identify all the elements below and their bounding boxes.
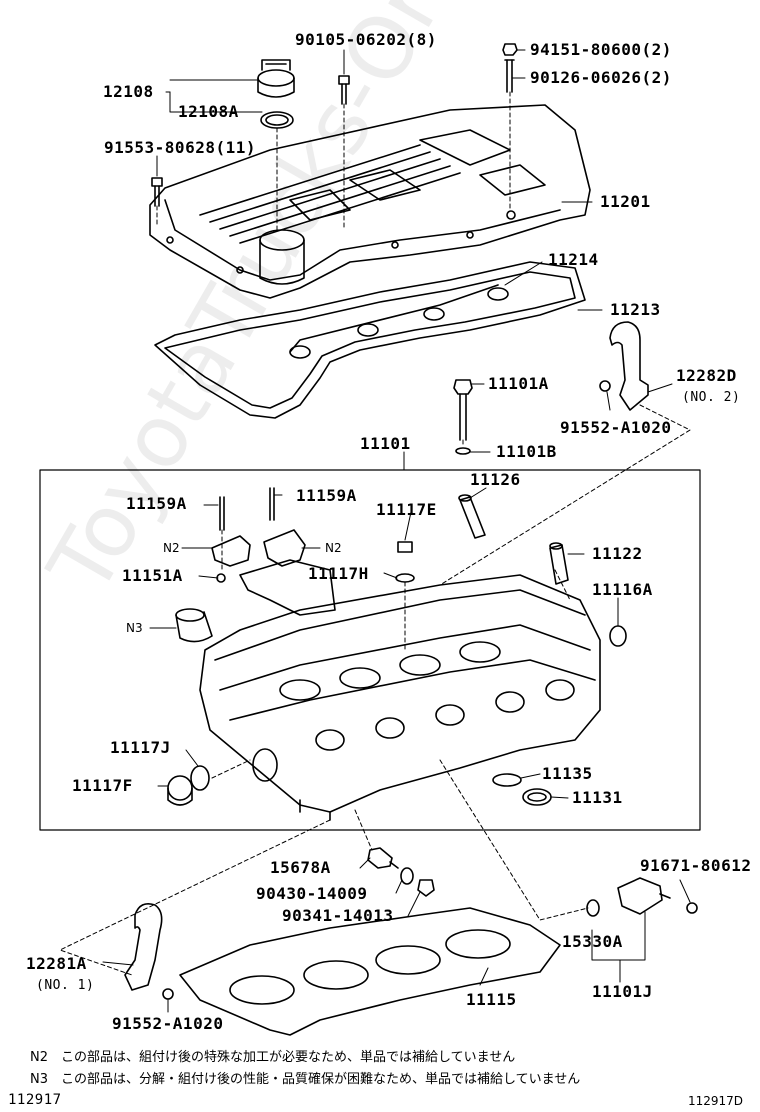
label-90126-06026: 90126-06026(2) [530, 68, 672, 87]
label-90341-14013: 90341-14013 [282, 906, 394, 925]
stud-90126-drawing [504, 59, 515, 93]
label-94151-80600: 94151-80600(2) [530, 40, 672, 59]
label-n3: N3 [126, 621, 143, 635]
bolt-90105-drawing [338, 75, 350, 105]
note-n3: N3 この部品は、分解・組付け後の性能・品質確保が困難なため、単品では補給してい… [30, 1072, 581, 1087]
label-91552-a1020-top: 91552-A1020 [560, 418, 672, 437]
label-15678a: 15678A [270, 858, 331, 877]
label-91552-a1020-bottom: 91552-A1020 [112, 1014, 224, 1033]
cylinder-head-gasket-drawing [179, 907, 561, 1036]
label-12282d-no2: (NO. 2) [682, 390, 741, 405]
label-11131: 11131 [572, 788, 623, 807]
label-90105-06202: 90105-06202(8) [295, 30, 437, 49]
label-90430-14009: 90430-14009 [256, 884, 368, 903]
plug-tube-gasket-drawing [289, 284, 509, 359]
cam-bearing-caps-drawing [211, 487, 336, 616]
head-bolt-drawing [453, 379, 473, 455]
note-n2: N2 この部品は、組付け後の特殊な加工が必要なため、単品では補給していません [30, 1050, 516, 1065]
cylinder-head-drawing [199, 574, 601, 821]
bolt-15678a-drawing [367, 847, 399, 869]
label-11117h: 11117H [308, 564, 369, 583]
label-11117e: 11117E [376, 500, 437, 519]
label-11213: 11213 [610, 300, 661, 319]
gasket-11131-drawing [522, 788, 552, 806]
label-11122: 11122 [592, 544, 643, 563]
plug-11117e-drawing [395, 541, 415, 583]
label-11116a: 11116A [592, 580, 653, 599]
plug-90341-drawing [417, 879, 435, 897]
label-11101b: 11101B [496, 442, 557, 461]
label-12108a: 12108A [178, 102, 239, 121]
label-11101j: 11101J [592, 982, 653, 1001]
label-n2-left: N2 [163, 541, 180, 555]
leader-lines [102, 49, 691, 1013]
label-12282d: 12282D [676, 366, 737, 385]
dashed-guide-lines [59, 91, 691, 976]
footer-code-right: 112917D [688, 1094, 744, 1108]
cap-gasket-drawing [260, 111, 294, 129]
nut-94151-drawing [502, 43, 518, 56]
oil-filler-cap-drawing [257, 59, 295, 98]
washer-90430-drawing [400, 867, 414, 885]
valve-guide-11126-drawing [458, 494, 486, 539]
label-11115: 11115 [466, 990, 517, 1009]
subassembly-frame [39, 469, 701, 831]
label-11159a-right: 11159A [296, 486, 357, 505]
label-11101: 11101 [360, 434, 411, 453]
head-cover-gasket-drawing [154, 261, 586, 419]
label-11126: 11126 [470, 470, 521, 489]
label-91671-80612: 91671-80612 [640, 856, 752, 875]
label-11117f: 11117F [72, 776, 133, 795]
footer-code-left: 112917 [8, 1092, 62, 1108]
label-11135: 11135 [542, 764, 593, 783]
label-12281a-no1: (NO. 1) [36, 978, 95, 993]
camshaft-bush-drawing [175, 608, 213, 643]
label-11101a: 11101A [488, 374, 549, 393]
gasket-11135-drawing [492, 773, 522, 787]
label-11214: 11214 [548, 250, 599, 269]
cam-sensor-drawing [586, 877, 698, 917]
label-11159a-left: 11159A [126, 494, 187, 513]
engine-hanger-no1-drawing [124, 902, 174, 1000]
label-15330a: 15330A [562, 932, 623, 951]
valve-guide-11122-drawing [549, 542, 569, 585]
cylinder-head-cover-drawing [149, 104, 591, 299]
label-12108: 12108 [103, 82, 154, 101]
label-91553-80628: 91553-80628(11) [104, 138, 256, 157]
label-12281a: 12281A [26, 954, 87, 973]
label-11201: 11201 [600, 192, 651, 211]
label-11117j: 11117J [110, 738, 171, 757]
label-n2-right: N2 [325, 541, 342, 555]
plug-11117j-drawing [190, 765, 210, 791]
plug-11116a-drawing [609, 625, 627, 647]
engine-hanger-no2-drawing [599, 321, 649, 411]
plug-11117f-drawing [167, 775, 193, 806]
label-11151a: 11151A [122, 566, 183, 585]
